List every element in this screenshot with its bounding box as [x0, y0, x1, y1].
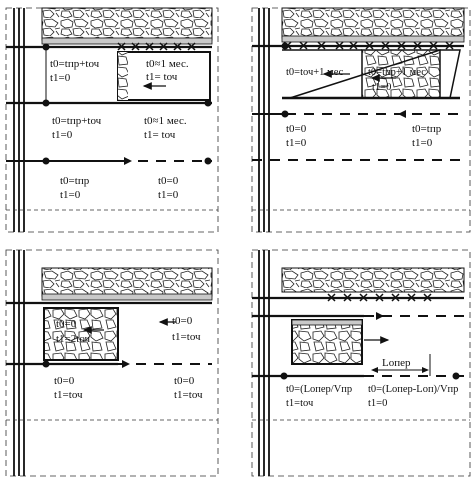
label: t0=0	[286, 123, 307, 135]
label: t1=tоч	[172, 331, 201, 343]
label: t1= tоч	[146, 71, 178, 83]
rock-mass	[281, 7, 465, 39]
label: t1=0	[158, 189, 179, 201]
label: t1=tоч	[286, 398, 314, 409]
rock-mass	[41, 267, 213, 297]
cross-marks	[327, 293, 432, 302]
label: t0=tоч+1 мес	[286, 67, 344, 78]
panel-top-right: t0=tоч+1 мес t0=tпр+1 мес t1=0 t0=0 t1=0…	[251, 7, 471, 233]
label: t0=0	[158, 175, 179, 187]
rock-band	[41, 293, 213, 301]
label: t1=tоч	[174, 389, 203, 401]
label: t0=tпр	[60, 175, 90, 187]
node	[42, 157, 50, 165]
node	[281, 42, 289, 50]
rock-mass	[281, 267, 465, 293]
cross-marks	[117, 42, 196, 51]
stope-rock-edge	[118, 52, 128, 100]
rock-band	[41, 37, 213, 45]
dimension-label: Lопер	[382, 357, 411, 369]
panel-frame	[251, 7, 471, 233]
label: t0≈1 мес.	[144, 115, 187, 127]
label: t1=2tоч	[56, 333, 91, 345]
label: t1=0	[286, 137, 307, 149]
panel-frame	[251, 249, 471, 477]
label: t0=0	[172, 315, 193, 327]
node	[452, 372, 460, 380]
wall-lines	[258, 250, 270, 476]
label: t0=0	[56, 318, 77, 330]
label: t1=0	[50, 72, 71, 84]
label: t0=tпр	[412, 123, 442, 135]
label: t1=0	[52, 129, 73, 141]
stope-box	[117, 51, 211, 101]
label: t0=tпр+tоч	[52, 115, 102, 127]
label: t1=0	[372, 82, 391, 93]
label: t0=(Lопер-Lоп)/Vпр	[368, 384, 458, 395]
wall-lines	[13, 8, 25, 232]
label: t1=0	[368, 398, 387, 409]
label: t0=tпр+tоч	[50, 58, 100, 70]
stope-rock	[291, 319, 363, 365]
panel-bottom-left: t0=0 t1=2tоч t0=0 t1=tоч t0=0 t1=tоч t0=…	[5, 249, 219, 477]
label: t0=tпр+1 мес	[368, 67, 426, 78]
arrow-head	[124, 157, 132, 165]
rock-band	[291, 319, 363, 326]
node	[204, 99, 212, 107]
rock-mass	[41, 7, 213, 41]
node	[280, 372, 288, 380]
node	[281, 110, 289, 118]
label: t1=0	[412, 137, 433, 149]
wall-lines	[258, 8, 270, 232]
rock-band	[281, 35, 465, 43]
label: t1= tоч	[144, 129, 176, 141]
stope-box	[43, 307, 119, 361]
label: t1=tоч	[54, 389, 83, 401]
cross-marks	[283, 41, 454, 50]
arrow-head	[122, 360, 130, 368]
label: t0=0	[54, 375, 75, 387]
panel-top-left: t0=tпр+tоч t1=0 t0≈1 мес. t1= tоч t0=tпр…	[5, 7, 219, 233]
stope-rock	[361, 49, 441, 99]
label: t0=0	[174, 375, 195, 387]
node	[204, 157, 212, 165]
panel-bottom-right: Lопер t0=(Lопер/Vпр t1=tоч t0=(Lопер-Lоп…	[251, 249, 471, 477]
arrow-head	[376, 312, 384, 320]
arrow-head	[398, 110, 406, 118]
label: t0≈1 мес.	[146, 58, 189, 70]
label: t1=0	[60, 189, 81, 201]
node	[42, 360, 50, 368]
label: t0=(Lопер/Vпр	[286, 384, 352, 395]
